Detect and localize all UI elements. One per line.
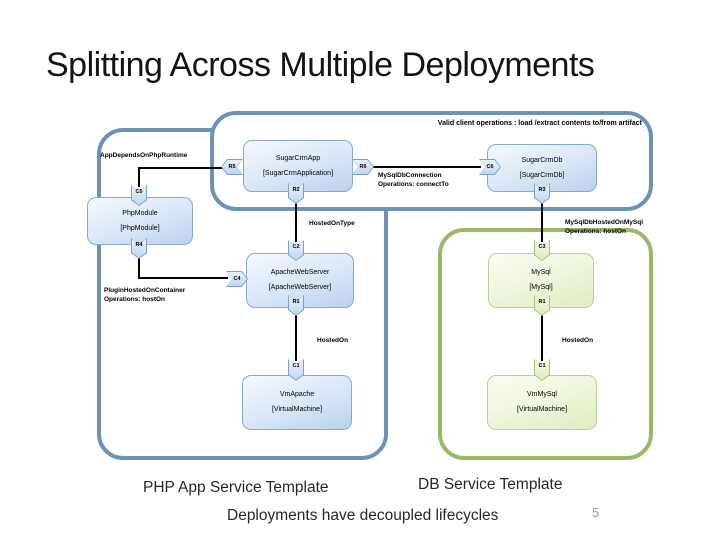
- db-service-template-container: [438, 228, 653, 460]
- valid-client-operations-note: Valid client operations : load /extract …: [437, 120, 642, 127]
- connector-r4-icon: R4: [131, 238, 147, 259]
- node-type: [PhpModule]: [120, 224, 160, 232]
- relationship-label-plugin-hosted-on-container: PluginHostedOnContainer Operations: host…: [104, 287, 186, 303]
- relationship-line-depends-vertical: [138, 167, 140, 187]
- connector-label: R5: [228, 164, 236, 170]
- relationship-line-db-connection: [373, 166, 481, 168]
- node-type: [ApacheWebServer]: [268, 284, 332, 291]
- node-vm-mysql: VmMySql [VirtualMachine]: [487, 375, 597, 430]
- node-sugar-crm-app: SugarCrmApp [SugarCrmApplication]: [243, 140, 353, 192]
- relationship-line-db-hosted-on: [541, 202, 543, 242]
- relationship-label-mysql-db-connection: MySqlDbConnection Operations: connectTo: [378, 172, 449, 188]
- node-type: [SugarCrmApplication]: [262, 169, 334, 177]
- connector-label: C3: [538, 244, 546, 250]
- connector-r1-apache-icon: R1: [288, 295, 304, 316]
- connector-label: R3: [538, 187, 546, 193]
- caption-tagline: Deployments have decoupled lifecycles: [227, 507, 499, 524]
- node-type: [MySql]: [529, 284, 553, 291]
- connector-c5-icon: C5: [131, 185, 147, 206]
- node-name: PhpModule: [122, 209, 158, 217]
- connector-r6-icon: R6: [352, 159, 374, 175]
- connector-r1-mysql-icon: R1: [534, 295, 550, 316]
- relationship-label-hosted-on-left: HostedOn: [317, 337, 349, 344]
- node-type: [VirtualMachine]: [516, 406, 568, 413]
- connector-label: R2: [292, 187, 300, 193]
- relationship-line-plugin-vertical: [138, 257, 140, 279]
- node-name: VmMySql: [527, 391, 557, 398]
- connector-c2-icon: C2: [288, 240, 304, 261]
- node-type: [SugarCrmDb]: [519, 171, 565, 179]
- connector-r5-icon: R5: [221, 159, 243, 175]
- node-name: MySql: [531, 269, 551, 276]
- node-name: VmApache: [279, 391, 315, 398]
- connector-c6-icon: C6: [479, 159, 501, 175]
- node-sugar-crm-db: SugarCrmDb [SugarCrmDb]: [487, 144, 597, 192]
- connector-c3-icon: C3: [534, 240, 550, 261]
- node-name: SugarCrmApp: [275, 154, 321, 162]
- connector-label: C6: [486, 164, 494, 170]
- connector-c4-icon: C4: [226, 271, 248, 287]
- node-vm-apache: VmApache [VirtualMachine]: [242, 375, 352, 430]
- relationship-label-hosted-on-type: HostedOnType: [309, 220, 355, 227]
- connector-r3-icon: R3: [534, 183, 550, 204]
- connector-label: C1: [292, 363, 300, 369]
- connector-label: R1: [292, 299, 300, 305]
- caption-db-service-template: DB Service Template: [418, 476, 563, 493]
- slide-title: Splitting Across Multiple Deployments: [46, 46, 595, 84]
- relationship-line-hosted-on-left: [295, 314, 297, 361]
- connector-label: C1: [538, 363, 546, 369]
- connector-label: R6: [359, 164, 367, 170]
- connector-label: R4: [135, 242, 143, 248]
- connector-label: C2: [292, 244, 300, 250]
- relationship-label-hosted-on-right: HostedOn: [562, 337, 594, 344]
- connector-label: C4: [233, 276, 241, 282]
- relationship-line-hosted-on-type: [295, 202, 297, 242]
- relationship-label-mysql-db-hosted-on-mysql: MySqlDbHostedOnMySql Operations: hostOn: [565, 219, 644, 235]
- caption-php-app-service-template: PHP App Service Template: [143, 479, 329, 496]
- relationship-line-depends-horizontal: [138, 167, 223, 169]
- relationship-line-hosted-on-right: [541, 314, 543, 361]
- relationship-line-plugin-horizontal: [138, 277, 228, 279]
- connector-label: R1: [538, 299, 546, 305]
- node-name: SugarCrmDb: [521, 156, 563, 164]
- connector-label: C5: [135, 189, 143, 195]
- connector-c1-vm-apache-icon: C1: [288, 359, 304, 381]
- node-type: [VirtualMachine]: [271, 406, 323, 413]
- relationship-label-app-depends-on-php-runtime: AppDependsOnPhpRuntime: [100, 152, 188, 159]
- page-number: 5: [592, 505, 600, 520]
- connector-c1-vm-mysql-icon: C1: [534, 359, 550, 381]
- connector-r2-icon: R2: [288, 183, 304, 204]
- node-name: ApacheWebServer: [270, 269, 330, 276]
